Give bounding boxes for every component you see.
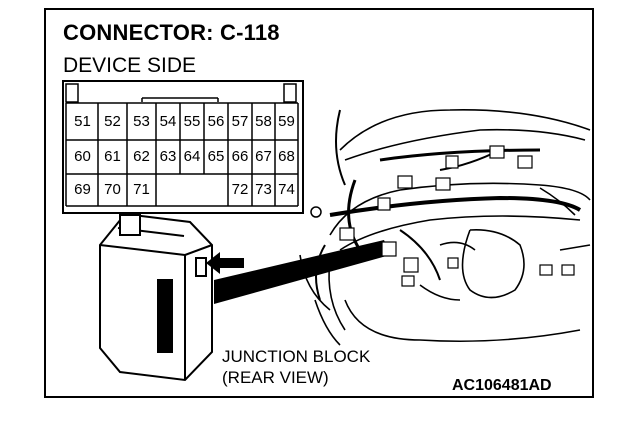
pin-62: 62 bbox=[133, 148, 150, 165]
pin-59: 59 bbox=[278, 113, 295, 130]
junction-block-label-line2: (REAR VIEW) bbox=[222, 368, 329, 387]
pin-66: 66 bbox=[231, 148, 249, 165]
connector-face bbox=[62, 80, 304, 214]
pin-74: 74 bbox=[278, 181, 295, 198]
pin-52: 52 bbox=[104, 113, 121, 130]
pin-70: 70 bbox=[104, 181, 121, 198]
leader-wedge bbox=[214, 240, 390, 304]
diagram-frame bbox=[44, 8, 594, 398]
grommet-icon bbox=[310, 206, 322, 218]
pin-71: 71 bbox=[133, 181, 150, 198]
junction-block-label-line1: JUNCTION BLOCK bbox=[222, 347, 371, 366]
pin-67: 67 bbox=[255, 148, 272, 165]
figure-code: AC106481AD bbox=[452, 377, 552, 394]
pin-73: 73 bbox=[255, 181, 272, 198]
wiring-harness bbox=[315, 109, 582, 301]
pin-57: 57 bbox=[231, 113, 249, 130]
pin-56: 56 bbox=[207, 113, 225, 130]
dashboard-outline bbox=[299, 109, 591, 346]
pin-69: 69 bbox=[74, 181, 91, 198]
connector-grid bbox=[65, 83, 299, 207]
pin-55: 55 bbox=[183, 113, 201, 130]
pin-64: 64 bbox=[183, 148, 201, 165]
pin-58: 58 bbox=[255, 113, 272, 130]
pin-65: 65 bbox=[207, 148, 225, 165]
pin-60: 60 bbox=[74, 148, 91, 165]
pin-54: 54 bbox=[159, 113, 177, 130]
junction-block-label: JUNCTION BLOCK (REAR VIEW) bbox=[222, 346, 370, 388]
pin-63: 63 bbox=[159, 148, 177, 165]
pin-61: 61 bbox=[104, 148, 121, 165]
pin-68: 68 bbox=[278, 148, 295, 165]
pointer-arrow-icon bbox=[206, 252, 244, 274]
pin-53: 53 bbox=[133, 113, 150, 130]
junction-block-icon bbox=[99, 212, 213, 382]
device-side-label: DEVICE SIDE bbox=[63, 54, 197, 77]
connector-title: CONNECTOR: C-118 bbox=[63, 20, 280, 45]
harness-connectors bbox=[339, 145, 575, 287]
pin-72: 72 bbox=[231, 181, 249, 198]
pin-51: 51 bbox=[74, 113, 91, 130]
